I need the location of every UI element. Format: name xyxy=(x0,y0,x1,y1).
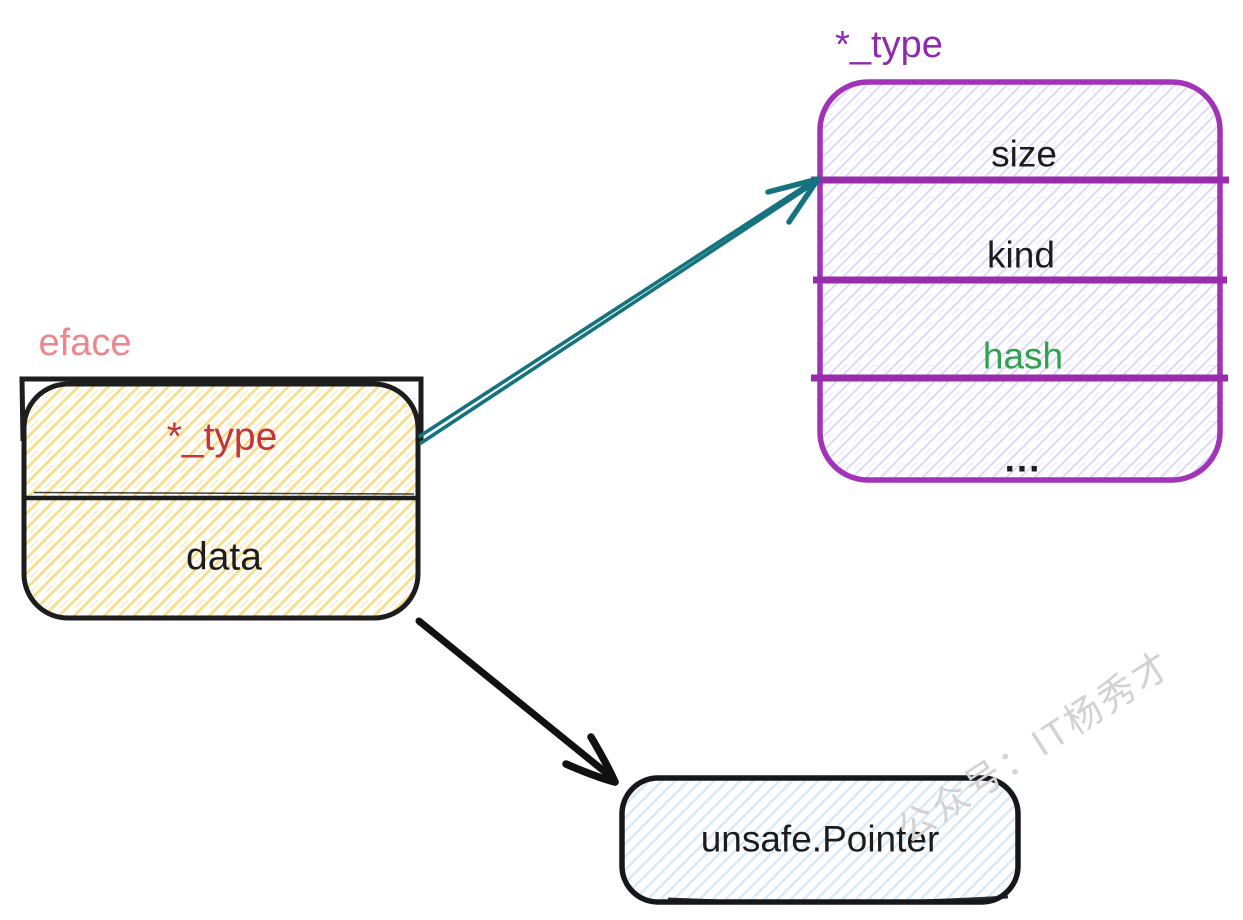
eface-row-type: *_type xyxy=(166,415,278,459)
type-box xyxy=(811,79,1229,483)
eface-box xyxy=(19,376,424,621)
pointer-box-sketch-stroke xyxy=(667,895,1009,905)
type-row-hash: hash xyxy=(982,335,1064,377)
eface-to-pointer-arrow xyxy=(415,617,619,786)
eface-box-corner-overlay xyxy=(19,376,424,442)
eface-title: eface xyxy=(38,322,132,364)
type-row-size: size xyxy=(991,133,1057,175)
type-row-kind: kind xyxy=(987,234,1055,276)
eface-row-data: data xyxy=(186,535,262,579)
eface-to-type-arrow xyxy=(418,176,821,445)
pointer-box xyxy=(619,775,1021,905)
pointer-title: unsafe.Pointer xyxy=(700,818,940,860)
type-title: *_type xyxy=(835,24,943,66)
type-row-ellipsis: ... xyxy=(1004,438,1042,480)
